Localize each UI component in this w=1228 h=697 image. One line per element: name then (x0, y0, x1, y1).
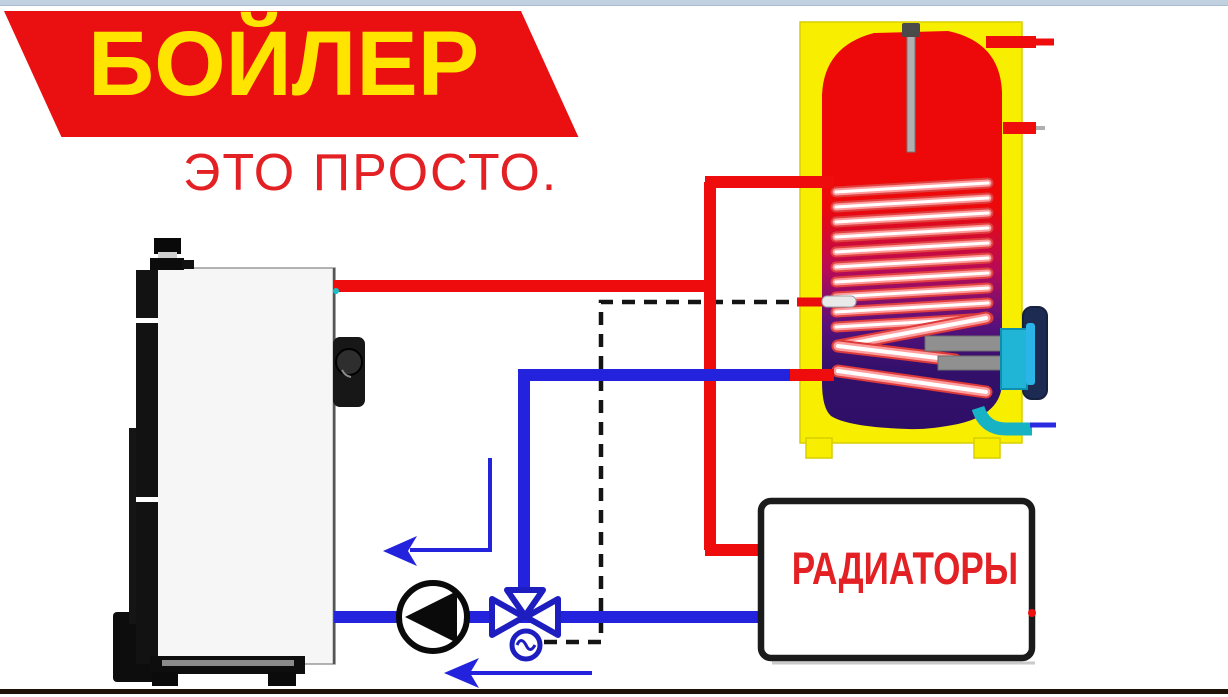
anode-rod-cap (902, 23, 920, 37)
water-heater-tank-icon (799, 21, 1056, 459)
top-strip (0, 0, 1228, 6)
sensor-pocket-icon (821, 295, 857, 308)
bottom-bar (0, 689, 1228, 694)
radiators-box-icon (757, 497, 1036, 665)
boiler-left-trim (129, 428, 137, 624)
panel-gap-1 (136, 318, 158, 323)
heating-element-icon (924, 306, 1048, 400)
radiator-outlet-dot (1028, 609, 1036, 617)
radiators-label: РАДИАТОРЫ (791, 543, 1019, 594)
boiler-side-panel (136, 270, 158, 664)
tank-foot-right (973, 437, 1001, 459)
tank-bottom-pipe-icon (971, 405, 1056, 436)
heat-exchanger-coil-icon (830, 177, 994, 399)
boiler-body (156, 267, 336, 665)
circulation-pump-icon (396, 580, 470, 654)
three-way-valve-icon (489, 587, 561, 638)
valve-actuator-icon (509, 628, 543, 662)
anode-rod-icon (906, 29, 916, 153)
supply-pipe-hot (333, 176, 834, 556)
boiler-outlet-dot (333, 288, 339, 294)
chimney-icon (150, 238, 194, 270)
boiler-icon (113, 238, 365, 686)
flow-arrow-return-icon (444, 658, 592, 688)
boiler-base (150, 656, 305, 686)
page-title: БОЙЛЕР (88, 13, 480, 115)
flow-arrow-to-boiler-icon (383, 458, 492, 566)
sensor-dashed-line-icon (544, 299, 797, 645)
panel-gap-2 (136, 497, 158, 502)
tank-foot-left (805, 437, 833, 459)
boiler-knob-icon (333, 337, 365, 407)
page-subtitle: ЭТО ПРОСТО. (183, 144, 559, 202)
